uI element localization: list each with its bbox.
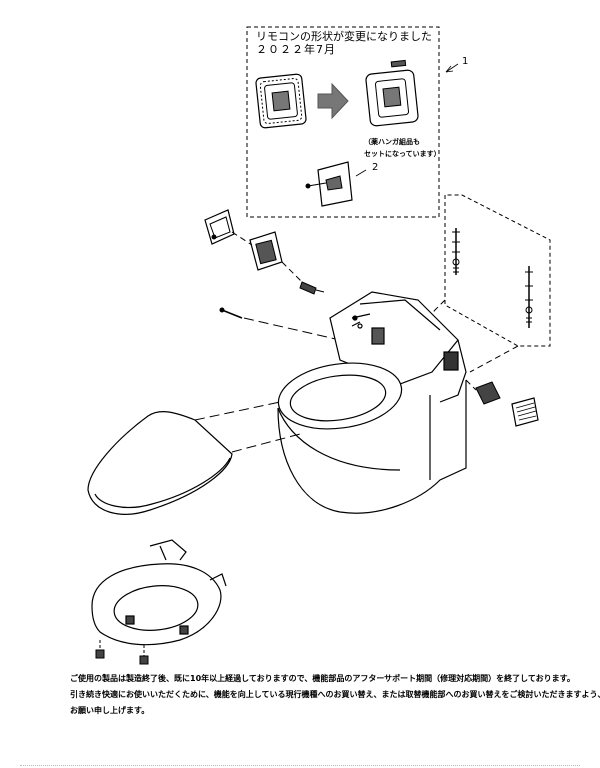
- old-remote-control: [255, 73, 307, 129]
- notice-line-1: ご使用の製品は製造終了後、既に10年以上経過しておりますので、機能部品のアフター…: [70, 674, 575, 683]
- anchor-bolt-right: [525, 266, 533, 328]
- bolt-group-box: [444, 194, 551, 347]
- callout-2-label: 2: [372, 162, 379, 173]
- side-cap-part: [475, 381, 501, 405]
- notice-line-3: お願い申し上げます。: [70, 706, 150, 715]
- remote-change-notice-box: [246, 26, 440, 218]
- bottom-divider: [20, 765, 580, 766]
- holder-note-line1: （薬ハンガ組品も: [364, 138, 420, 146]
- remote-notice-title: リモコンの形状が変更になりました: [256, 30, 432, 43]
- callout-2-leader: [355, 169, 367, 177]
- toilet-lid: [87, 411, 233, 515]
- remote-notice-date: ２０２２年7月: [256, 43, 336, 56]
- notice-line-2: 引き続き快適にお使いいただくために、機能を向上している現行機種へのお買い替え、ま…: [70, 690, 600, 699]
- new-remote-control: [365, 59, 419, 127]
- callout-1-label: 1: [462, 56, 469, 67]
- seat-feet: [95, 640, 149, 665]
- remote-wall-bracket: [204, 209, 235, 245]
- remote-control-panel: [249, 231, 283, 271]
- change-arrow-icon: [317, 82, 349, 120]
- vent-grille-part: [511, 397, 539, 427]
- mounting-plug: [299, 281, 325, 295]
- toilet-body: [277, 291, 467, 514]
- holder-note-line2: セットになっています）: [364, 150, 441, 158]
- anchor-bolt-left: [452, 228, 460, 275]
- cable-pin: [219, 307, 243, 319]
- callout-1-leader: [445, 63, 459, 73]
- toilet-seat: [91, 539, 227, 646]
- remote-holder-part: [305, 161, 353, 207]
